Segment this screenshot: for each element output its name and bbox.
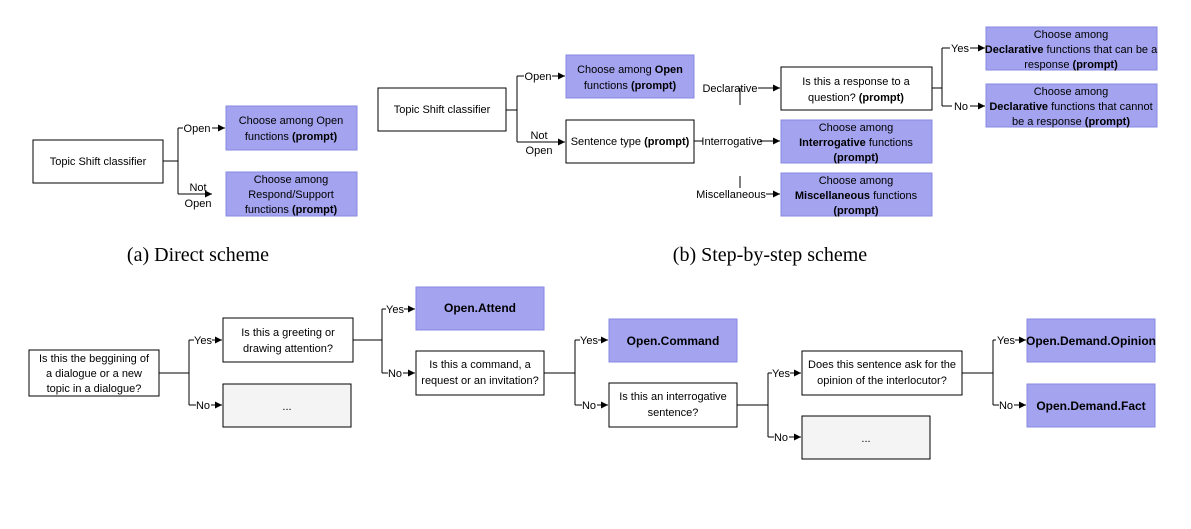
b-decl-yes-line1: Choose among bbox=[1034, 29, 1109, 41]
c-ellipsis-box-1 bbox=[222, 383, 352, 428]
b-misc-edge-label: Miscellaneous bbox=[696, 189, 766, 201]
c-open-command-label: Open.Command bbox=[627, 334, 720, 348]
b-sentence-type-label: Sentence type (prompt) bbox=[571, 136, 690, 148]
b-declarative-edge-label: Declarative bbox=[702, 83, 757, 95]
a-open-edge-label: Open bbox=[184, 123, 211, 135]
c-q3-line1: Is this a command, a bbox=[429, 359, 531, 371]
b-interrogative-edge-label: Interrogative bbox=[701, 136, 762, 148]
b-decl-no-line3: be a response (prompt) bbox=[1012, 116, 1130, 128]
c-yes-label-3: Yes bbox=[580, 335, 598, 347]
b-interrog-line2: Interrogative functions bbox=[799, 137, 913, 149]
c-no-label-5: No bbox=[999, 400, 1013, 412]
a-open-functions-box bbox=[225, 105, 358, 151]
b-misc-line3: (prompt) bbox=[833, 205, 879, 217]
a-respond-support-box bbox=[225, 171, 358, 217]
c-yes-label-4: Yes bbox=[772, 368, 790, 380]
c-open-demand-fact-box bbox=[1026, 383, 1156, 428]
b-yes-edge-label: Yes bbox=[951, 43, 969, 55]
b-declarative-response-box bbox=[985, 26, 1158, 71]
b-response-question-line1: Is this a response to a bbox=[802, 76, 910, 88]
a-caption: (a) Direct scheme bbox=[127, 244, 269, 266]
c-no-label-3: No bbox=[582, 400, 596, 412]
c-no-label-1: No bbox=[196, 400, 210, 412]
b-decl-yes-line2: Declarative functions that can be a bbox=[985, 44, 1158, 56]
a-not-open-edge-label-1: Not bbox=[189, 182, 206, 194]
b-misc-line2: Miscellaneous functions bbox=[795, 190, 918, 202]
b-misc-box bbox=[780, 172, 933, 217]
a-notopen-box-line2: Respond/Support bbox=[248, 189, 334, 201]
c-q1-line1: Is this the beggining of bbox=[39, 353, 150, 365]
b-open-box-line1: Choose among Open bbox=[577, 64, 683, 76]
c-q4-line2: sentence? bbox=[648, 407, 699, 419]
c-q3-box bbox=[415, 350, 545, 396]
c-ellipsis-2: ... bbox=[861, 433, 870, 445]
c-q2-box bbox=[222, 317, 354, 363]
a-notopen-box-line3: functions (prompt) bbox=[245, 204, 338, 216]
c-no-label-4: No bbox=[774, 432, 788, 444]
a-open-box-line1: Choose among Open bbox=[239, 115, 344, 127]
c-q5-box bbox=[801, 350, 963, 396]
b-interrog-line3: (prompt) bbox=[833, 152, 879, 164]
b-no-edge-label: No bbox=[954, 101, 968, 113]
c-q5-line2: opinion of the interlocutor? bbox=[817, 375, 947, 387]
a-classifier-label: Topic Shift classifier bbox=[50, 156, 147, 168]
c-yes-label-2: Yes bbox=[386, 304, 404, 316]
b-misc-line1: Choose among bbox=[819, 175, 894, 187]
b-classifier-label: Topic Shift classifier bbox=[394, 104, 491, 116]
b-caption: (b) Step-by-step scheme bbox=[673, 244, 868, 266]
c-ellipsis-1: ... bbox=[282, 401, 291, 413]
a-notopen-box-line1: Choose among bbox=[254, 174, 329, 186]
c-no-label-2: No bbox=[388, 368, 402, 380]
c-ellipsis-box-2 bbox=[801, 415, 931, 460]
c-q2-line2: drawing attention? bbox=[243, 343, 333, 355]
c-q5-line1: Does this sentence ask for the bbox=[808, 359, 956, 371]
c-q3-line2: request or an invitation? bbox=[421, 375, 538, 387]
c-open-command-box bbox=[608, 318, 738, 363]
c-q1-line3: topic in a dialogue? bbox=[47, 383, 142, 395]
b-response-question-line2: question? (prompt) bbox=[808, 92, 904, 104]
step-by-step-scheme: Topic Shift classifier Open Not Open Cho… bbox=[377, 26, 1158, 266]
c-yes-label-1: Yes bbox=[194, 335, 212, 347]
c-q1-line2: a dialogue or a new bbox=[46, 368, 142, 380]
b-decl-no-line2: Declarative functions that cannot bbox=[989, 101, 1152, 113]
b-classifier-box bbox=[377, 87, 507, 132]
a-not-open-edge-label-2: Open bbox=[185, 198, 212, 210]
c-open-demand-opinion-box bbox=[1026, 318, 1156, 363]
c-open-attend-box bbox=[415, 286, 545, 331]
b-decl-no-line1: Choose among bbox=[1034, 86, 1109, 98]
b-open-edge-label: Open bbox=[525, 71, 552, 83]
b-open-box-line2: functions (prompt) bbox=[584, 80, 677, 92]
b-response-question-box bbox=[780, 66, 933, 111]
b-not-open-edge-label-1: Not bbox=[530, 130, 547, 142]
b-open-functions-box bbox=[565, 54, 695, 99]
b-interrogative-box bbox=[780, 119, 933, 164]
a-open-box-line2: functions (prompt) bbox=[245, 131, 338, 143]
c-open-demand-opinion-label: Open.Demand.Opinion bbox=[1026, 334, 1156, 348]
b-interrog-line1: Choose among bbox=[819, 122, 894, 134]
c-q2-line1: Is this a greeting or bbox=[241, 327, 335, 339]
c-q4-box bbox=[608, 382, 738, 428]
b-not-open-edge-label-2: Open bbox=[526, 145, 553, 157]
b-sentence-type-box bbox=[565, 119, 695, 164]
c-open-attend-label: Open.Attend bbox=[444, 301, 516, 315]
b-decl-yes-line3: response (prompt) bbox=[1024, 59, 1118, 71]
c-yes-label-5: Yes bbox=[997, 335, 1015, 347]
c-open-demand-fact-label: Open.Demand.Fact bbox=[1036, 399, 1145, 413]
c-q1-box bbox=[28, 349, 160, 397]
a-classifier-box bbox=[32, 139, 164, 184]
b-declarative-non-response-box bbox=[985, 83, 1158, 128]
direct-scheme: Topic Shift classifier Open Not Open Cho… bbox=[32, 105, 358, 266]
c-q4-line1: Is this an interrogative bbox=[619, 391, 727, 403]
decision-tree: Is this the beggining of a dialogue or a… bbox=[28, 286, 1156, 460]
